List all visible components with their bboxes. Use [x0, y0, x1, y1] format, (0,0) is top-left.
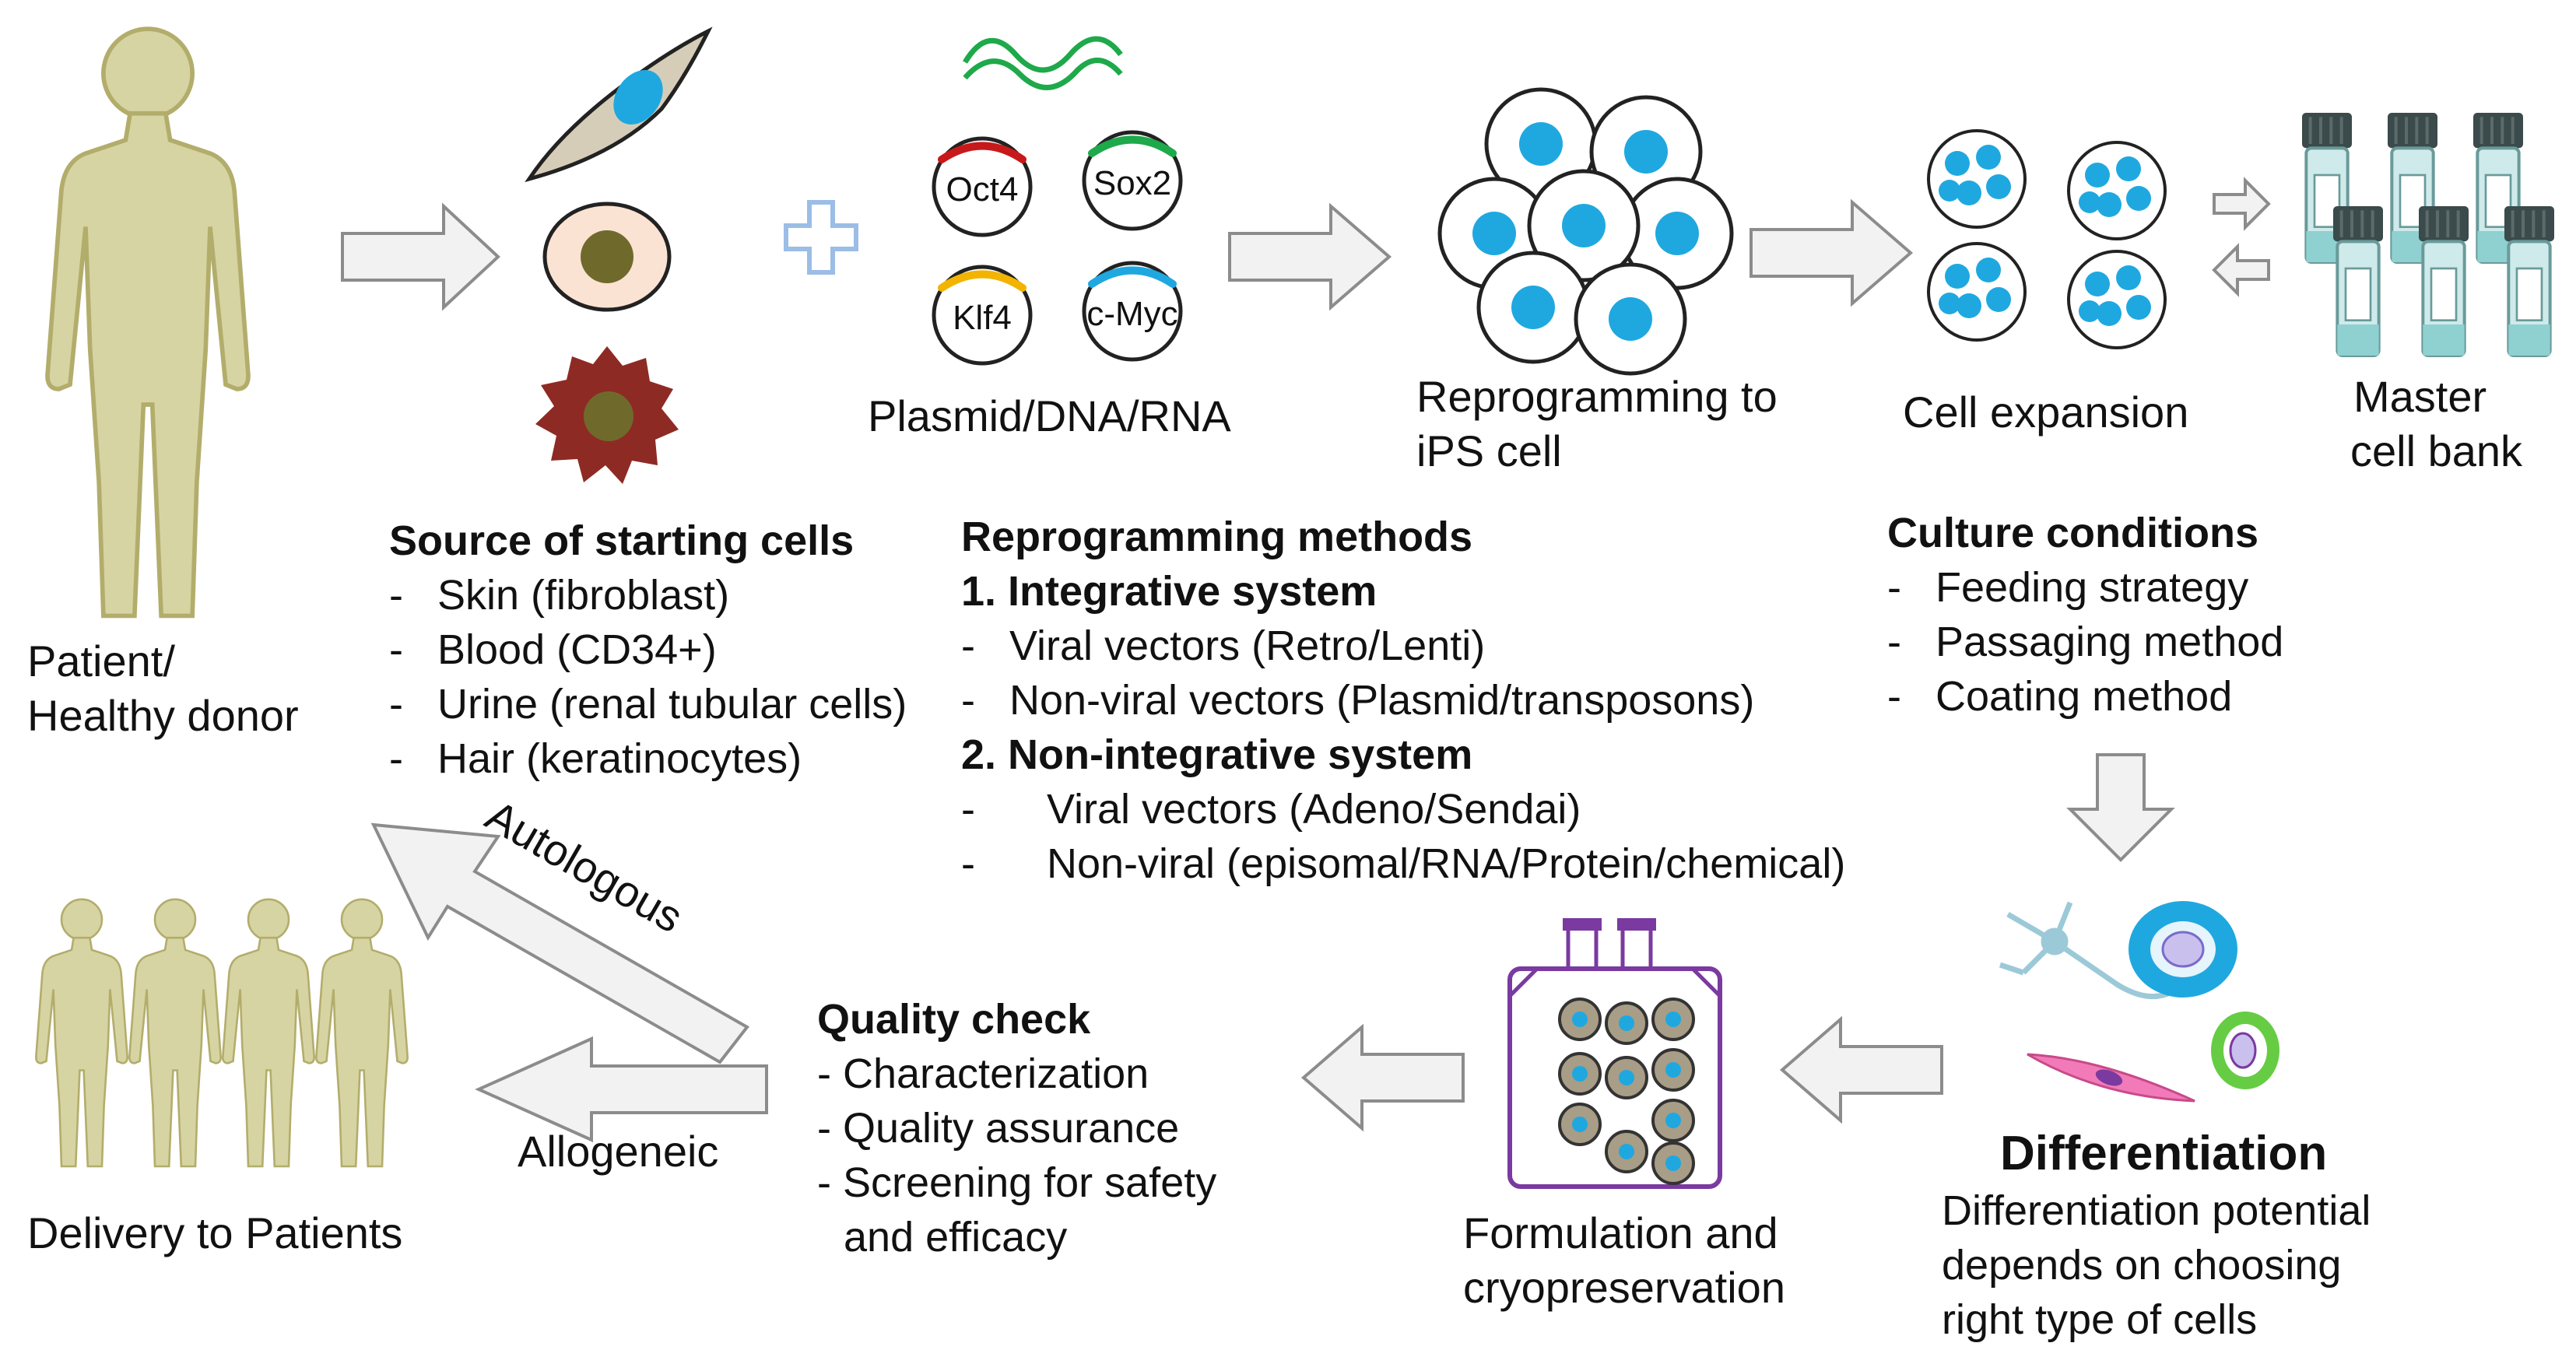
- formulation-label-line2: cryopreservation: [1463, 1263, 1785, 1312]
- donor-label-line2: Healthy donor: [27, 691, 299, 740]
- arrow-formulation-to-qc: [1300, 1023, 1465, 1132]
- cell-bank-vials-icon: [2301, 113, 2556, 357]
- differentiation-section: Differentiation Differentiation potentia…: [1942, 1124, 2371, 1347]
- quality-item: - Quality assurance: [817, 1105, 1180, 1152]
- reprogramming-label-line2: iPS cell: [1416, 426, 1562, 475]
- bank-label-line2: cell bank: [2350, 426, 2523, 475]
- plasmid-sox2: [1082, 130, 1183, 231]
- blood-cell-icon: [542, 202, 672, 312]
- culture-section: Culture conditions -Feeding strategy -Pa…: [1887, 506, 2283, 724]
- factor-oct4: Oct4: [946, 170, 1019, 209]
- factor-klf4: Klf4: [953, 299, 1012, 337]
- donor-figure-icon: [47, 29, 248, 615]
- source-item: -Hair (keratinocytes): [389, 735, 802, 782]
- nonintegrative-heading: 2. Non-integrative system: [961, 731, 1473, 778]
- culture-item: -Passaging method: [1887, 619, 2284, 665]
- donor-label: Patient/ Healthy donor: [27, 634, 299, 743]
- arrow-autologous: [370, 822, 749, 1064]
- ips-cell-cluster-icon: [1437, 87, 1734, 376]
- arrow-allogeneic: [475, 1036, 768, 1143]
- integrative-heading: 1. Integrative system: [961, 568, 1377, 615]
- flow-arrows: [341, 198, 2175, 1143]
- muscle-cell-icon: [2027, 1053, 2195, 1103]
- methods-heading: Reprogramming methods: [961, 514, 1473, 560]
- differentiation-text-line: Differentiation potential: [1942, 1187, 2371, 1234]
- plasmid-group: [932, 130, 1183, 366]
- plasmid-klf4: [932, 265, 1033, 366]
- source-item: -Blood (CD34+): [389, 626, 717, 673]
- epithelial-cell-icon: [2211, 1012, 2279, 1089]
- bank-label-line1: Master: [2353, 372, 2487, 421]
- patients-group-icon: [34, 898, 409, 1168]
- nonintegrative-item: -Non-viral (episomal/RNA/Protein/chemica…: [961, 840, 1846, 887]
- bank-label: Master cell bank: [2350, 370, 2522, 479]
- expansion-label: Cell expansion: [1903, 387, 2189, 437]
- donor-label-line1: Patient/: [27, 636, 175, 686]
- factor-sox2: Sox2: [1093, 164, 1171, 202]
- plasmid-oct4: [932, 136, 1033, 237]
- methods-section: Reprogramming methods 1. Integrative sys…: [961, 510, 1845, 891]
- quality-item: - Screening for safety: [817, 1159, 1217, 1206]
- exchange-arrows-icon: [2212, 177, 2271, 297]
- arrow-donor-to-cells: [341, 202, 500, 311]
- quality-item: - Characterization: [817, 1050, 1149, 1097]
- neuron-icon: [1999, 901, 2173, 1000]
- integrative-item: -Non-viral vectors (Plasmid/transposons): [961, 677, 1755, 724]
- quality-section: Quality check - Characterization - Quali…: [817, 992, 1216, 1264]
- arrow-ips-to-expansion: [1750, 198, 1914, 307]
- rna-strand-icon: [962, 36, 1123, 90]
- fibroblast-cell-icon: [525, 26, 713, 183]
- differentiation-heading: Differentiation: [2000, 1127, 2328, 1180]
- reprogramming-label: Reprogramming to iPS cell: [1416, 370, 1778, 479]
- factor-cmyc: c-Myc: [1086, 295, 1177, 333]
- source-item: -Skin (fibroblast): [389, 572, 730, 619]
- source-section: Source of starting cells -Skin (fibrobla…: [389, 514, 907, 786]
- quality-heading: Quality check: [817, 996, 1091, 1043]
- plasmid-cmyc: [1082, 261, 1183, 362]
- formulation-label-line1: Formulation and: [1463, 1208, 1778, 1257]
- reprogramming-label-line1: Reprogramming to: [1416, 372, 1778, 421]
- delivery-label: Delivery to Patients: [27, 1208, 403, 1257]
- source-heading: Source of starting cells: [389, 517, 855, 564]
- nonintegrative-item: -Viral vectors (Adeno/Sendai): [961, 786, 1581, 833]
- arrow-culture-to-diff: [2066, 753, 2175, 862]
- integrative-item: -Viral vectors (Retro/Lenti): [961, 622, 1486, 669]
- arrow-diff-to-formulation: [1779, 1015, 1943, 1124]
- route-allogeneic-label: Allogeneic: [518, 1127, 719, 1176]
- differentiation-text-line: depends on choosing: [1942, 1242, 2342, 1289]
- arrow-plasmid-to-ips: [1228, 202, 1392, 311]
- differentiation-text-line: right type of cells: [1942, 1296, 2258, 1343]
- cryo-box-icon: [1507, 918, 1722, 1189]
- plasmid-label: Plasmid/DNA/RNA: [868, 391, 1231, 440]
- plus-icon: [784, 200, 858, 275]
- source-item: -Urine (renal tubular cells): [389, 681, 907, 728]
- stem-cell-icon: [2129, 901, 2237, 998]
- culture-item: -Feeding strategy: [1887, 564, 2249, 611]
- culture-item: -Coating method: [1887, 673, 2233, 720]
- keratinocyte-cell-icon: [535, 346, 679, 484]
- differentiated-cells-icon: [1999, 901, 2279, 1103]
- culture-heading: Culture conditions: [1887, 510, 2258, 556]
- cell-expansion-icon: [1927, 129, 2167, 349]
- formulation-label: Formulation and cryopreservation: [1463, 1206, 1785, 1315]
- quality-item-cont: and efficacy: [844, 1214, 1068, 1261]
